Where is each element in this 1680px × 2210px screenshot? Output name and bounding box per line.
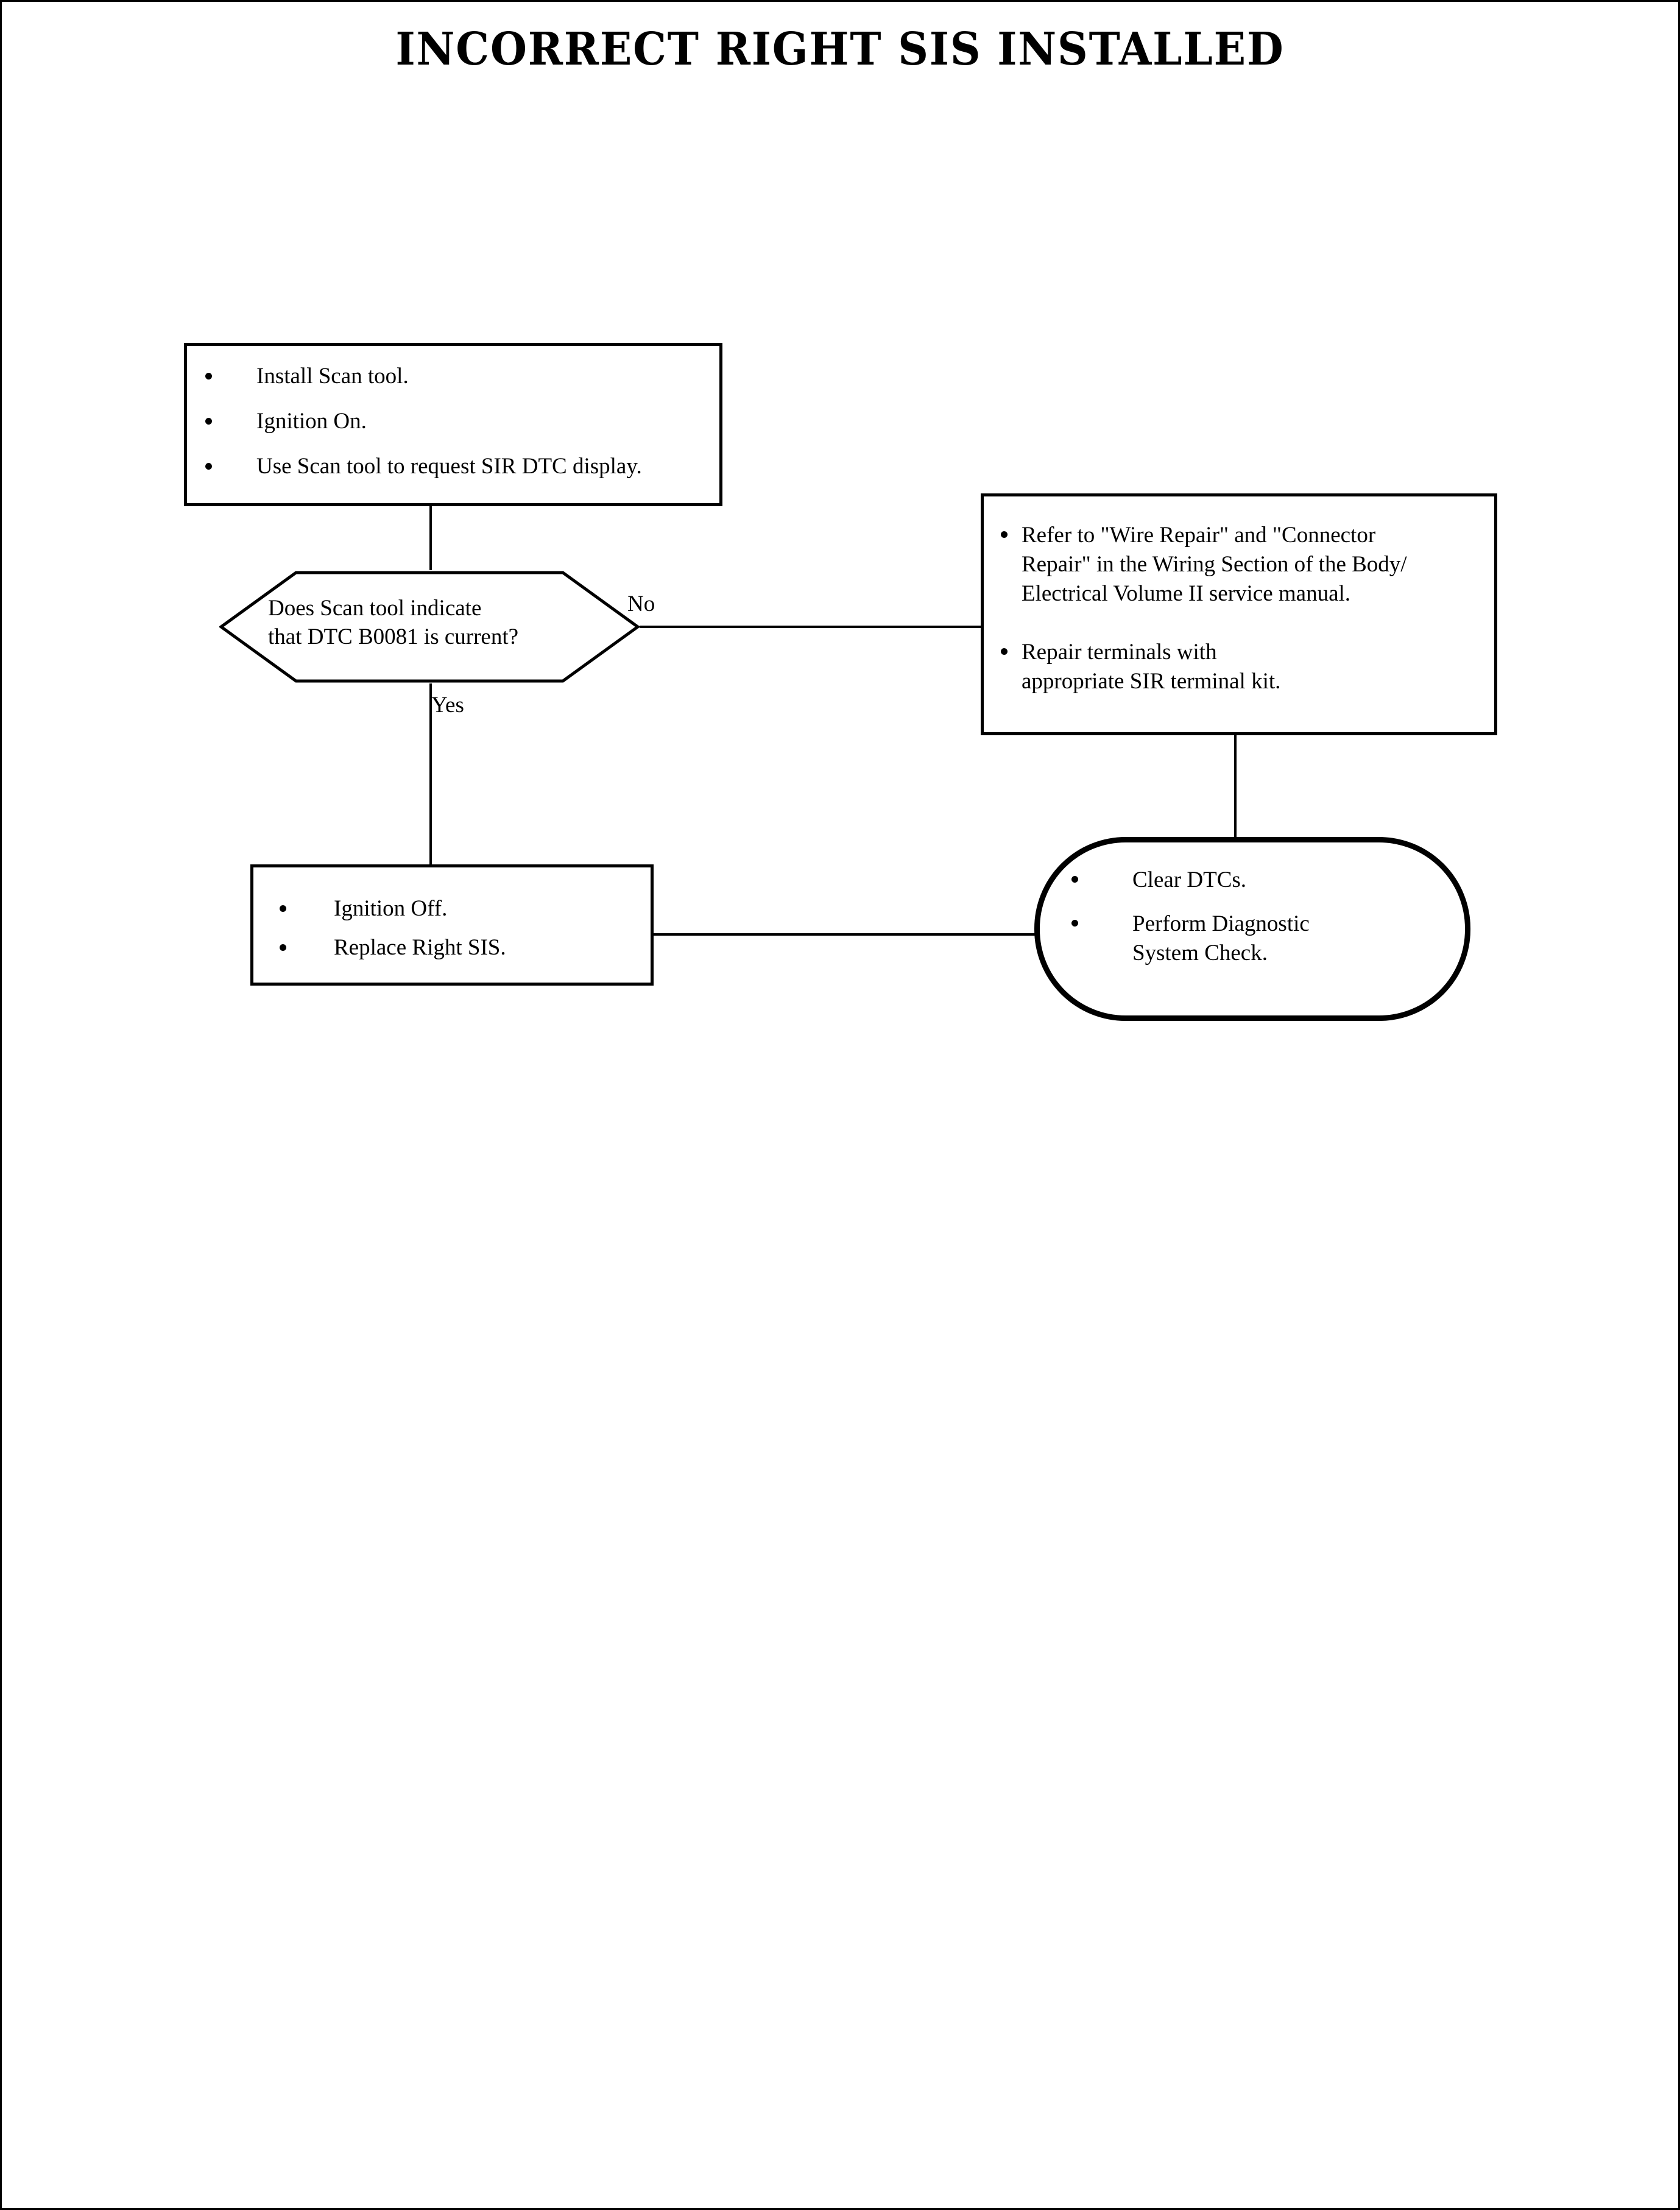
bullet-point-icon <box>280 905 286 912</box>
edge-label-no: No <box>627 591 655 616</box>
bullet-list: Install Scan tool. Ignition On. Use Scan… <box>187 362 719 481</box>
list-item: Perform Diagnostic System Check. <box>1040 909 1465 968</box>
list-item: Replace Right SIS. <box>253 933 651 962</box>
process-box-wire-connector-repair: Refer to "Wire Repair" and "Connector Re… <box>981 493 1497 735</box>
bullet-point-icon <box>205 463 212 470</box>
list-item: Install Scan tool. <box>187 362 719 391</box>
list-item-text: Use Scan tool to request SIR DTC display… <box>256 454 642 479</box>
hexagon-outline-icon <box>219 571 640 683</box>
edge-label-yes: Yes <box>431 693 464 718</box>
bullet-point-icon <box>205 373 212 380</box>
list-item-text: Install Scan tool. <box>256 364 409 389</box>
list-item: Use Scan tool to request SIR DTC display… <box>187 452 719 481</box>
list-item-text: Ignition Off. <box>334 896 448 921</box>
list-item: Repair terminals with appropriate SIR te… <box>984 638 1494 696</box>
bullet-point-icon <box>1071 920 1078 927</box>
list-item: Ignition Off. <box>253 894 651 923</box>
bullet-point-icon <box>1071 876 1078 883</box>
list-item: Refer to "Wire Repair" and "Connector Re… <box>984 521 1494 609</box>
process-box-replace-right-sis: Ignition Off. Replace Right SIS. <box>250 864 654 986</box>
bullet-point-icon <box>280 944 286 951</box>
list-item-text: Repair terminals with appropriate SIR te… <box>1022 640 1281 694</box>
decision-question-text: Does Scan tool indicate that DTC B0081 i… <box>268 596 519 650</box>
process-box-install-scan-tool: Install Scan tool. Ignition On. Use Scan… <box>184 343 722 506</box>
list-item-text: Clear DTCs. <box>1132 867 1247 892</box>
list-item: Ignition On. <box>187 407 719 436</box>
bullet-list: Refer to "Wire Repair" and "Connector Re… <box>984 521 1494 696</box>
list-item-text: Perform Diagnostic System Check. <box>1132 911 1310 966</box>
list-item: Clear DTCs. <box>1040 866 1465 895</box>
bullet-point-icon <box>1001 531 1008 538</box>
page-title: INCORRECT RIGHT SIS INSTALLED <box>395 23 1285 76</box>
decision-hexagon-dtc-b0081: Does Scan tool indicate that DTC B0081 i… <box>219 570 640 683</box>
bullet-point-icon <box>1001 648 1008 655</box>
bullet-point-icon <box>205 418 212 425</box>
list-item-text: Replace Right SIS. <box>334 935 506 961</box>
bullet-list: Ignition Off. Replace Right SIS. <box>253 894 651 962</box>
bullet-list: Clear DTCs. Perform Diagnostic System Ch… <box>1040 866 1465 968</box>
list-item-text: Refer to "Wire Repair" and "Connector Re… <box>1022 523 1407 607</box>
terminal-box-clear-dtcs: Clear DTCs. Perform Diagnostic System Ch… <box>1034 837 1470 1021</box>
list-item-text: Ignition On. <box>256 409 367 434</box>
